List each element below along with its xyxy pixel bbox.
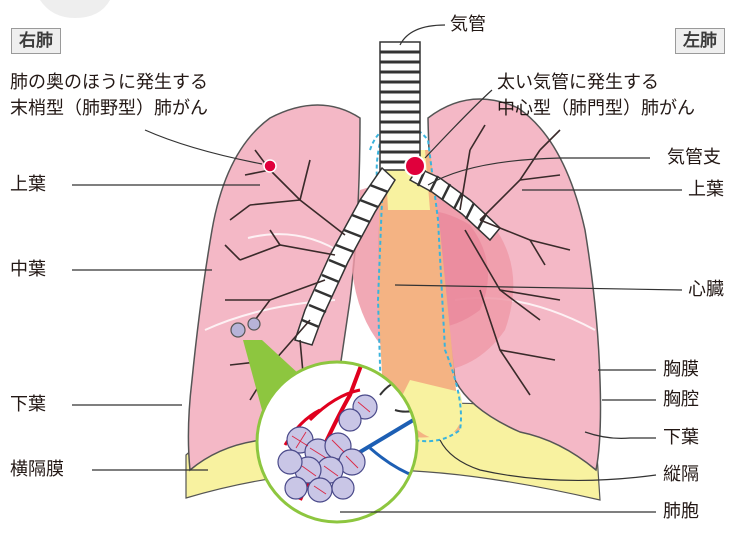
- label-pleura: 胸膜: [663, 359, 699, 381]
- label-right-middle-lobe: 中葉: [10, 259, 46, 281]
- trachea: [380, 42, 420, 170]
- peripheral-cancer-note-line2: 末梢型（肺野型）肺がん: [10, 96, 208, 121]
- label-right-upper-lobe: 上葉: [10, 174, 46, 196]
- label-mediastinum: 縦隔: [663, 464, 699, 486]
- corner-decoration: [40, 0, 110, 18]
- right-lung-badge: 右肺: [11, 28, 61, 54]
- left-lung-badge: 左肺: [675, 28, 725, 54]
- label-pleural-cavity: 胸腔: [663, 389, 699, 411]
- label-diaphragm: 横隔膜: [10, 459, 64, 481]
- label-alveoli: 肺胞: [663, 501, 699, 523]
- peripheral-cancer-note-line1: 肺の奥のほうに発生する: [10, 70, 208, 95]
- central-cancer-note-line1: 太い気管に発生する: [497, 70, 659, 95]
- label-heart: 心臓: [688, 279, 724, 301]
- label-left-lower-lobe: 下葉: [663, 427, 699, 449]
- label-bronchus: 気管支: [667, 147, 721, 169]
- central-tumor-marker: [405, 156, 425, 176]
- peripheral-tumor-marker: [264, 160, 276, 172]
- central-cancer-note-line2: 中心型（肺門型）肺がん: [497, 96, 695, 121]
- label-right-lower-lobe: 下葉: [10, 394, 46, 416]
- label-trachea: 気管: [450, 14, 486, 36]
- label-left-upper-lobe: 上葉: [688, 179, 724, 201]
